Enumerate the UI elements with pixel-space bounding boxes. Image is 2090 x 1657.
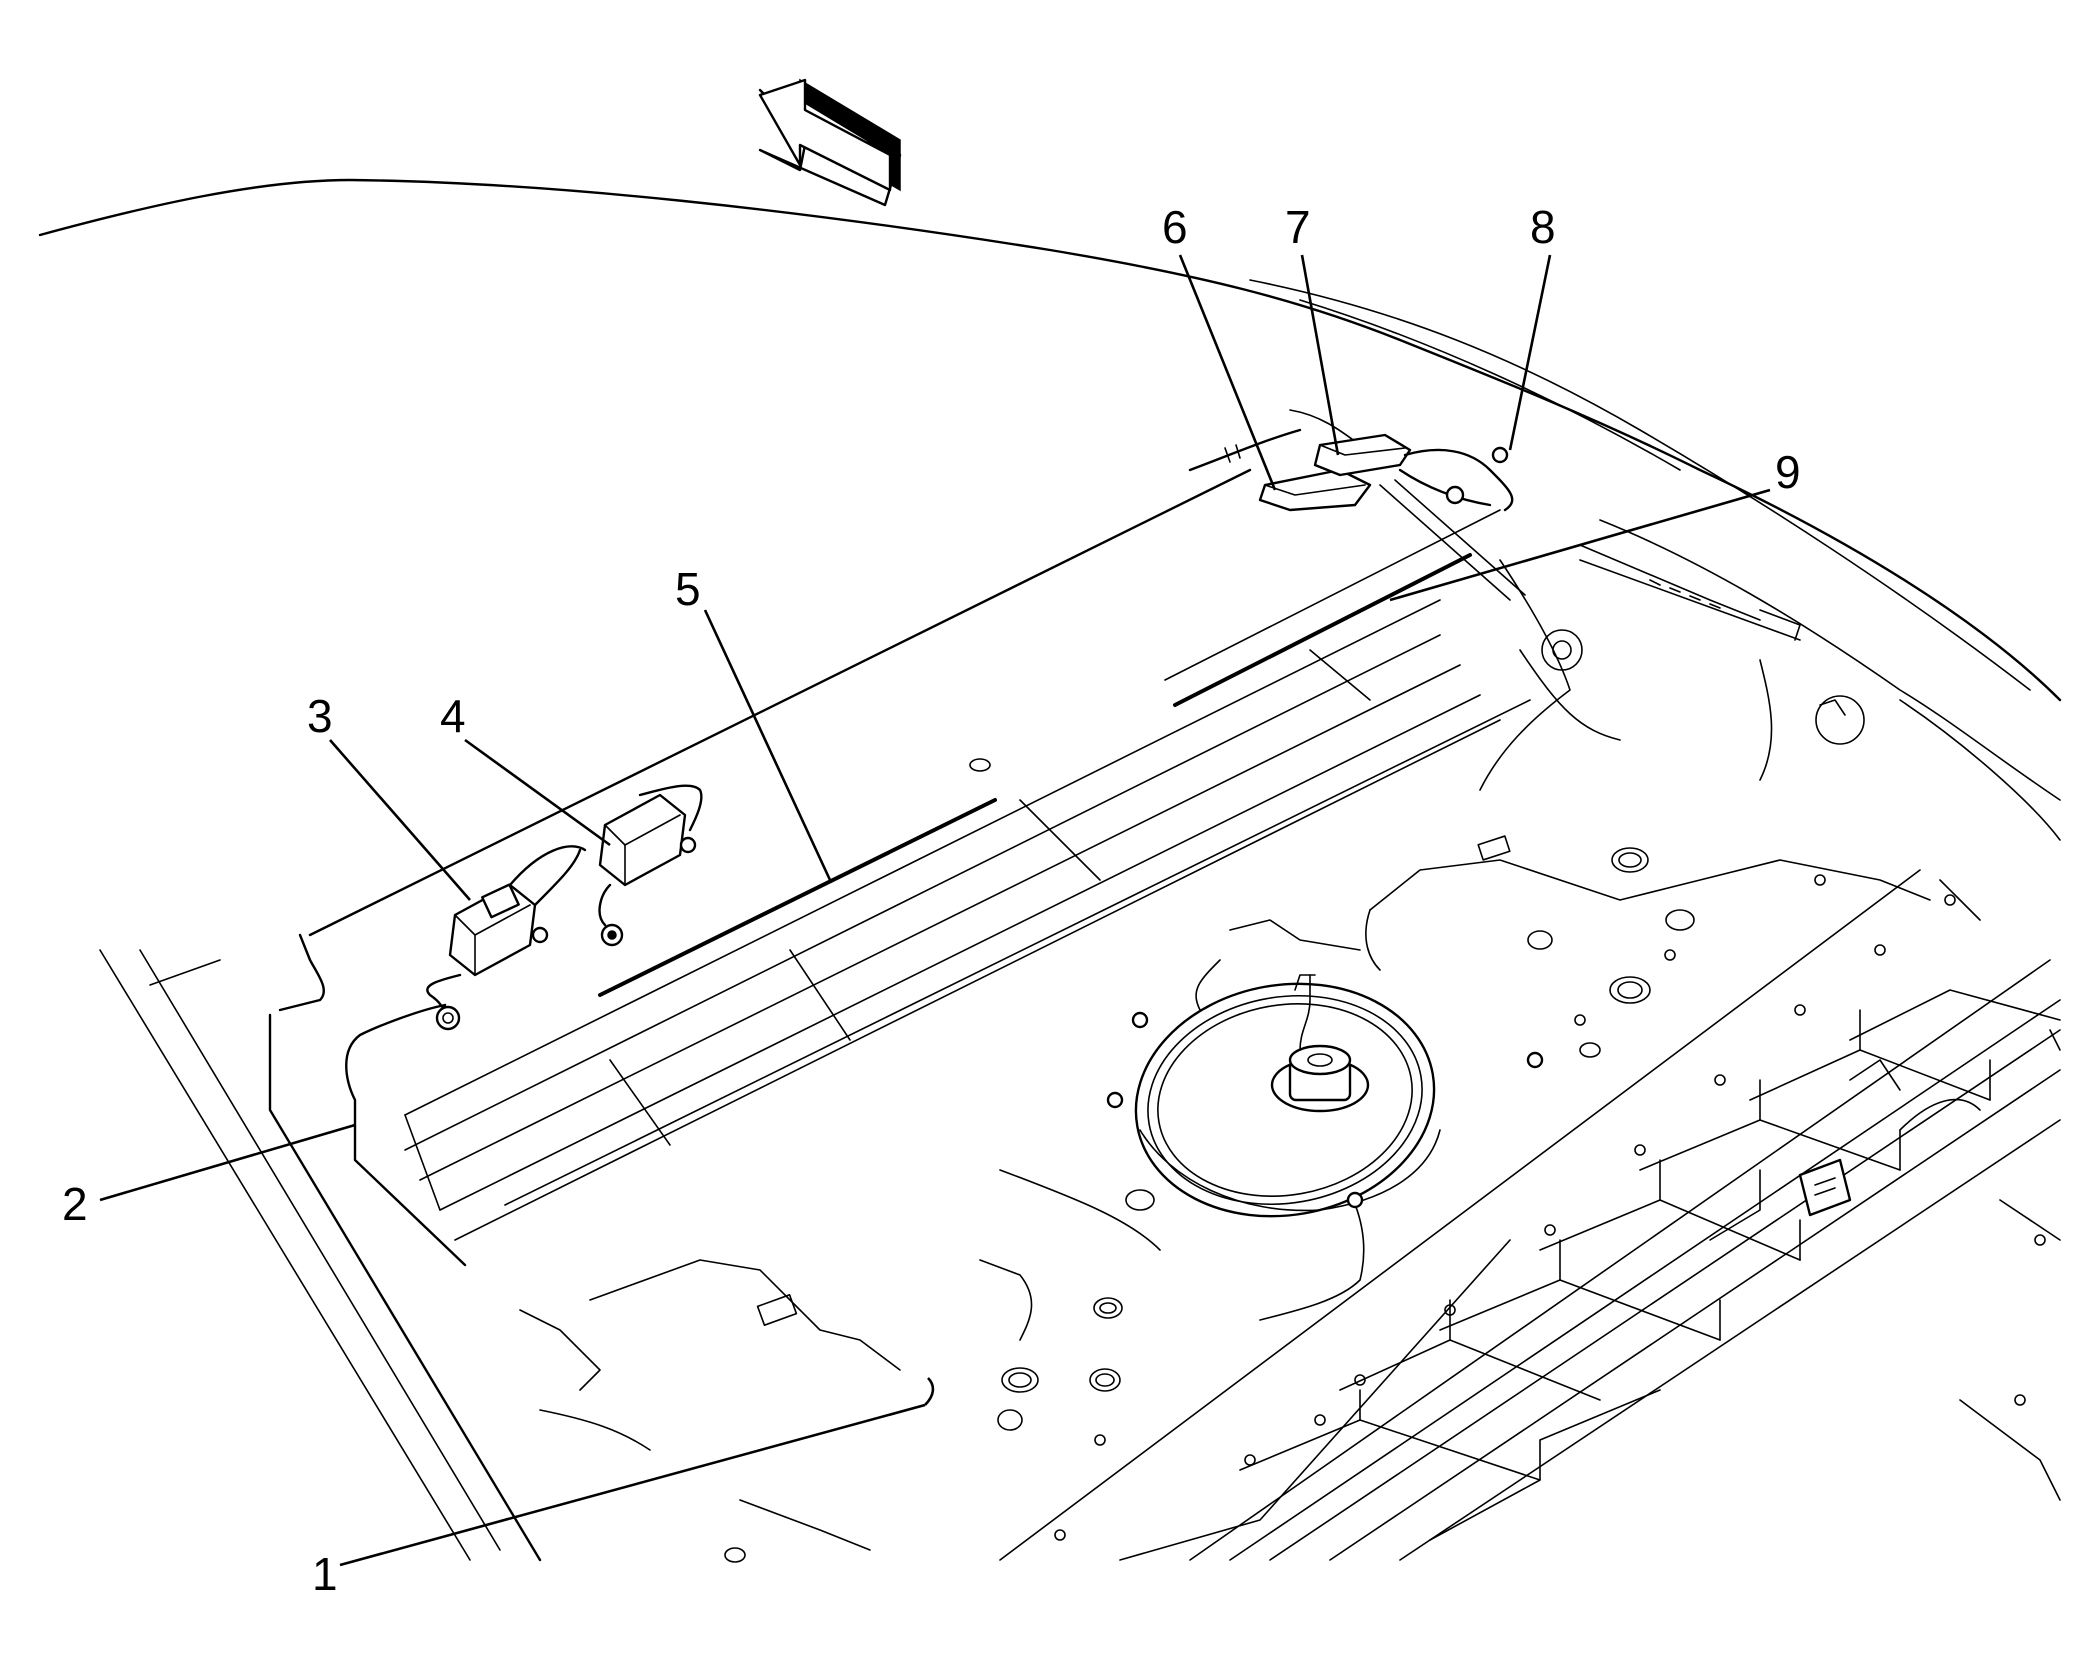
callout-9: 9 [1775,446,1801,498]
antenna-module-upper [1188,409,1526,601]
leader-6 [1178,254,1277,491]
rear-body-panel [999,869,2061,1561]
callout-4: 4 [440,690,466,742]
body-structure [1479,519,2061,841]
leader-1 [339,1403,926,1567]
leader-9 [1389,488,1771,602]
forward-direction-arrow [758,78,902,207]
callout-1: 1 [312,1548,338,1600]
callout-5: 5 [675,563,701,615]
leader-2 [99,1123,356,1202]
leader-4 [464,738,611,847]
antenna-cable [345,1003,467,1267]
callout-2: 2 [62,1178,88,1230]
leader-5 [703,609,832,881]
callout-8: 8 [1530,201,1556,253]
callout-3: 3 [307,690,333,742]
rear-shelf-panel [99,468,1531,1562]
leader-lines [99,254,1771,1567]
leader-3 [329,739,471,901]
callout-6: 6 [1162,201,1188,253]
leader-7 [1300,254,1340,456]
roof-outline [38,178,2062,702]
callout-labels: 1 2 3 4 5 6 7 8 9 [62,201,1801,1600]
rear-speaker [1106,974,1544,1218]
callout-7: 7 [1285,201,1311,253]
leader-8 [1508,254,1552,451]
antenna-module-left [426,845,587,1009]
antenna-module-right [598,784,703,947]
